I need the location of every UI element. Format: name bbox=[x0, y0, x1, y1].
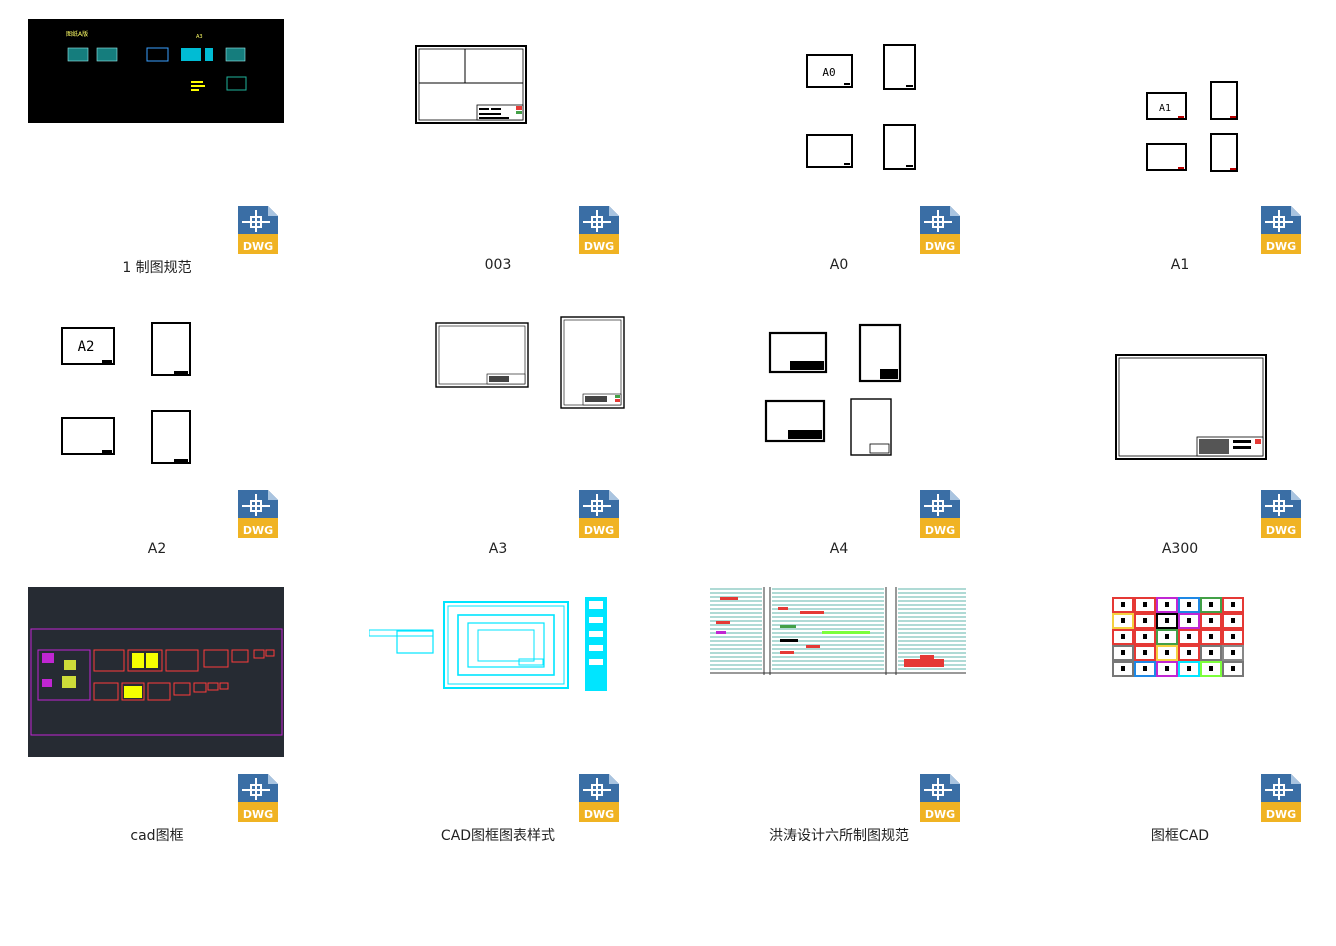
file-name: 1 制图规范 bbox=[122, 260, 192, 276]
svg-text:DWG: DWG bbox=[925, 240, 955, 253]
file-tile-12[interactable]: DWG 图框CAD bbox=[1023, 568, 1323, 852]
file-tile-2[interactable]: DWG 003 bbox=[341, 0, 641, 284]
file-thumbnail: 图纸A版 A3 bbox=[28, 19, 284, 189]
dwg-file-icon: DWG bbox=[1261, 490, 1301, 538]
file-name: 003 bbox=[484, 257, 512, 273]
file-tile-8[interactable]: DWG A300 bbox=[1023, 284, 1323, 568]
dwg-file-icon: DWG bbox=[1261, 206, 1301, 254]
svg-text:A3: A3 bbox=[196, 34, 203, 40]
svg-text:DWG: DWG bbox=[243, 240, 273, 253]
file-tile-6[interactable]: DWG A3 bbox=[341, 284, 641, 568]
file-name: A0 bbox=[829, 257, 849, 273]
file-name: A300 bbox=[1161, 541, 1199, 557]
dwg-file-icon: DWG bbox=[238, 774, 278, 822]
svg-text:A0: A0 bbox=[822, 66, 835, 79]
file-thumbnail bbox=[28, 587, 284, 757]
file-tile-4[interactable]: A1 DWG A1 bbox=[1023, 0, 1323, 284]
dwg-file-icon: DWG bbox=[238, 206, 278, 254]
file-name: A2 bbox=[147, 541, 167, 557]
file-thumbnail bbox=[1051, 587, 1307, 757]
svg-text:DWG: DWG bbox=[584, 524, 614, 537]
file-name: 图框CAD bbox=[1150, 828, 1210, 844]
file-thumbnail bbox=[369, 19, 625, 189]
file-tile-1[interactable]: 图纸A版 A3 DWG bbox=[0, 0, 300, 284]
file-tile-3[interactable]: A0 DWG A0 bbox=[682, 0, 982, 284]
dwg-file-icon: DWG bbox=[579, 774, 619, 822]
svg-text:A1: A1 bbox=[1159, 103, 1171, 114]
svg-text:DWG: DWG bbox=[925, 808, 955, 821]
file-tile-9[interactable]: DWG cad图框 bbox=[0, 568, 300, 852]
dwg-file-icon: DWG bbox=[920, 206, 960, 254]
file-tile-5[interactable]: A2 DWG A2 bbox=[0, 284, 300, 568]
file-tile-7[interactable]: DWG A4 bbox=[682, 284, 982, 568]
dwg-file-icon: DWG bbox=[579, 490, 619, 538]
svg-text:DWG: DWG bbox=[243, 524, 273, 537]
file-name: A1 bbox=[1170, 257, 1190, 273]
svg-text:DWG: DWG bbox=[584, 808, 614, 821]
svg-text:DWG: DWG bbox=[243, 808, 273, 821]
file-tile-10[interactable]: DWG CAD图框图表样式 bbox=[341, 568, 641, 852]
dwg-file-icon: DWG bbox=[579, 206, 619, 254]
svg-text:DWG: DWG bbox=[1266, 524, 1296, 537]
file-thumbnail bbox=[1051, 303, 1307, 473]
dwg-file-icon: DWG bbox=[920, 774, 960, 822]
file-thumbnail: A2 bbox=[28, 303, 284, 473]
thumb-header-text: 图纸A版 bbox=[66, 30, 88, 38]
file-name: cad图框 bbox=[130, 828, 184, 844]
file-name: 洪涛设计六所制图规范 bbox=[769, 828, 909, 844]
file-thumbnail bbox=[710, 587, 966, 757]
file-thumbnail: A1 bbox=[1051, 19, 1307, 189]
file-thumbnail bbox=[369, 587, 625, 757]
svg-text:DWG: DWG bbox=[1266, 240, 1296, 253]
file-name: CAD图框图表样式 bbox=[440, 828, 556, 844]
dwg-file-icon: DWG bbox=[1261, 774, 1301, 822]
svg-text:A2: A2 bbox=[78, 339, 95, 355]
svg-text:DWG: DWG bbox=[584, 240, 614, 253]
file-thumbnail bbox=[369, 303, 625, 473]
file-tile-11[interactable]: DWG 洪涛设计六所制图规范 bbox=[682, 568, 982, 852]
file-name: A4 bbox=[829, 541, 849, 557]
file-thumbnail bbox=[710, 303, 966, 473]
file-name: A3 bbox=[488, 541, 508, 557]
svg-text:DWG: DWG bbox=[925, 524, 955, 537]
file-thumbnail: A0 bbox=[710, 19, 966, 189]
dwg-file-icon: DWG bbox=[238, 490, 278, 538]
dwg-file-icon: DWG bbox=[920, 490, 960, 538]
svg-text:DWG: DWG bbox=[1266, 808, 1296, 821]
